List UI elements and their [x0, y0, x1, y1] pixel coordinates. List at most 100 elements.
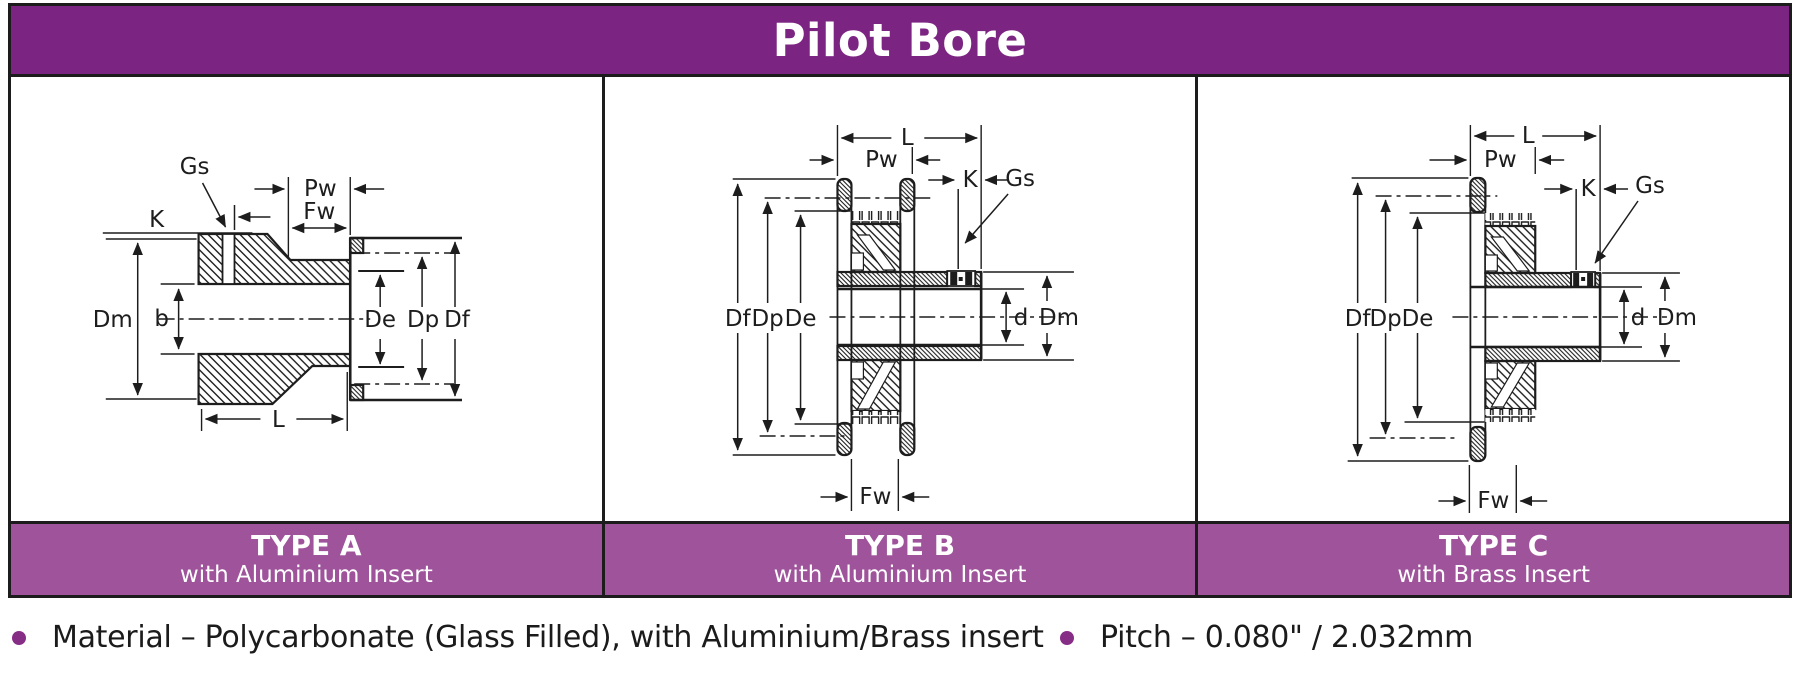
label-de: De — [784, 306, 816, 332]
dim-de: De — [364, 274, 396, 365]
label-df: Df — [444, 307, 471, 333]
dim-dm: Dm — [93, 242, 143, 396]
belt-teeth-top — [851, 211, 901, 224]
type-c-subtitle: with Brass Insert — [1397, 561, 1591, 588]
label-df: Df — [724, 306, 751, 332]
note-material: Material – Polycarbonate (Glass Filled),… — [12, 620, 1044, 655]
note-pitch: Pitch – 0.080" / 2.032mm — [1060, 620, 1473, 655]
pitch-centerlines — [354, 252, 455, 385]
dim-df: Df — [444, 241, 471, 397]
type-b-section — [829, 177, 1074, 457]
grub-screw — [1570, 271, 1597, 288]
dim-pw: Pw — [809, 147, 940, 174]
label-l: L — [272, 407, 285, 433]
type-c-dimensions: L Pw K — [1345, 123, 1697, 514]
belt-teeth-bottom — [1485, 409, 1536, 422]
label-gs: Gs — [1005, 166, 1035, 192]
dim-l: L — [1470, 123, 1598, 176]
caption-type-b: TYPE B with Aluminium Insert — [604, 521, 1196, 595]
type-b-subtitle: with Aluminium Insert — [773, 561, 1027, 588]
label-k: K — [962, 167, 978, 193]
flange — [1469, 177, 1487, 462]
type-c-title: TYPE C — [1439, 529, 1549, 562]
dim-fw: Fw — [820, 459, 929, 511]
dim-k: K — [149, 205, 271, 233]
type-a-subtitle: with Aluminium Insert — [179, 561, 433, 588]
panel-type-c: L Pw K — [1198, 77, 1790, 595]
dim-dp: Dp — [1370, 195, 1498, 439]
label-gs: Gs — [180, 154, 210, 180]
type-a-dimensions: K Gs Pw — [93, 154, 471, 433]
dim-dm: Dm — [1039, 275, 1079, 357]
dim-gs: Gs — [964, 166, 1035, 244]
dim-l: L — [200, 372, 348, 433]
label-pw: Pw — [1484, 147, 1517, 173]
pitch-note-text: Pitch – 0.080" / 2.032mm — [1100, 620, 1474, 655]
belt-teeth-bottom — [851, 411, 901, 424]
title-band: Pilot Bore — [11, 6, 1789, 77]
belt-teeth-top — [1485, 213, 1536, 226]
type-b-title: TYPE B — [844, 529, 956, 562]
type-a-section — [158, 232, 462, 406]
type-b-dimensions: L Pw K — [724, 125, 1079, 511]
panel-type-a: K Gs Pw — [11, 77, 602, 595]
label-dm: Dm — [1657, 305, 1697, 331]
label-fw: Fw — [1478, 488, 1510, 514]
label-d: d — [1013, 305, 1028, 331]
panel-type-b: L Pw K — [601, 77, 1199, 595]
label-l: L — [1522, 123, 1535, 149]
bullet-icon — [12, 630, 26, 645]
caption-type-c: TYPE C with Brass Insert — [1198, 521, 1790, 595]
label-de: De — [1402, 306, 1434, 332]
dim-pw: Pw — [254, 176, 385, 257]
dim-l: L — [836, 125, 982, 269]
dim-de: De — [1402, 212, 1485, 423]
dim-dm: Dm — [1657, 276, 1697, 358]
material-note-text: Material – Polycarbonate (Glass Filled),… — [52, 620, 1044, 655]
label-pw: Pw — [304, 176, 337, 202]
footnotes: Material – Polycarbonate (Glass Filled),… — [0, 620, 1800, 670]
label-fw: Fw — [859, 484, 891, 510]
dim-d: d — [1619, 289, 1646, 345]
label-k: K — [149, 207, 165, 233]
dim-gs: Gs — [1594, 173, 1665, 264]
label-dm: Dm — [93, 307, 133, 333]
label-dp: Dp — [1370, 306, 1402, 332]
dim-df: Df — [1345, 177, 1469, 462]
bullet-icon — [1060, 630, 1074, 645]
grub-screw — [946, 270, 976, 287]
label-pw: Pw — [865, 147, 898, 173]
label-de: De — [364, 307, 396, 333]
dim-pw: Pw — [1429, 147, 1565, 174]
label-df: Df — [1345, 306, 1372, 332]
label-d: d — [1631, 305, 1646, 331]
type-c-section — [1452, 125, 1681, 463]
panels-row: K Gs Pw — [11, 77, 1790, 595]
dim-gs: Gs — [180, 154, 227, 228]
dim-k: K — [1544, 176, 1629, 270]
label-dm: Dm — [1039, 305, 1079, 331]
label-l: L — [901, 125, 914, 151]
type-a-drawing: K Gs Pw — [11, 77, 602, 521]
dim-fw: Fw — [1438, 465, 1548, 514]
dim-fw: Fw — [291, 199, 348, 234]
dim-k: K — [927, 167, 1008, 269]
dim-df: Df — [724, 178, 836, 456]
label-dp: Dp — [751, 306, 783, 332]
type-a-title: TYPE A — [251, 529, 362, 562]
label-k: K — [1581, 176, 1597, 202]
pilot-bore-table: Pilot Bore — [8, 3, 1792, 598]
type-c-drawing: L Pw K — [1198, 77, 1789, 521]
caption-type-a: TYPE A with Aluminium Insert — [11, 521, 602, 595]
dim-d: d — [1000, 291, 1028, 343]
label-fw: Fw — [303, 199, 335, 225]
type-b-drawing: L Pw K — [605, 77, 1196, 521]
dim-de: De — [784, 210, 851, 425]
dim-b: b — [154, 288, 184, 350]
label-b: b — [154, 306, 169, 332]
label-dp: Dp — [407, 307, 439, 333]
grub-screw-slot — [221, 233, 236, 285]
dim-dp: Dp — [407, 256, 439, 381]
page-title: Pilot Bore — [772, 13, 1028, 67]
